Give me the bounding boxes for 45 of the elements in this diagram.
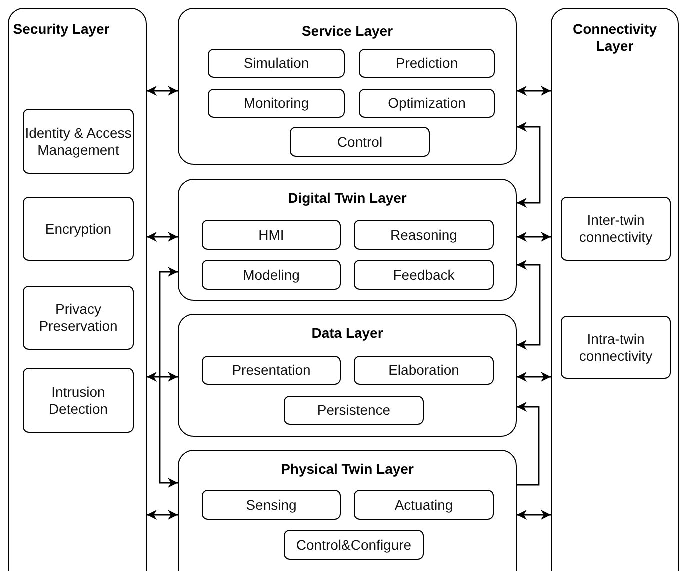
component-box: Actuating <box>354 490 494 520</box>
layer-panel <box>178 8 517 165</box>
layer-title: Connectivity Layer <box>572 21 658 55</box>
component-box: Elaboration <box>354 356 494 385</box>
connector-arrow <box>517 86 551 96</box>
component-box: Identity & Access Management <box>23 109 134 174</box>
component-box: Feedback <box>354 260 494 290</box>
component-box: Simulation <box>208 49 345 78</box>
component-box: Intra-twin connectivity <box>561 316 671 379</box>
connector-arrow <box>159 267 178 488</box>
component-box: Optimization <box>359 89 495 118</box>
layer-title: Digital Twin Layer <box>287 190 408 207</box>
component-box: Presentation <box>202 356 341 385</box>
component-box: Sensing <box>202 490 341 520</box>
component-box: Persistence <box>284 396 424 425</box>
layer-title: Service Layer <box>300 23 394 40</box>
layer-panel <box>178 314 517 437</box>
component-box: Inter-twin connectivity <box>561 197 671 261</box>
connector-arrow <box>517 510 551 520</box>
connector-arrow <box>147 232 178 242</box>
component-box: Modeling <box>202 260 341 290</box>
layer-panel <box>8 8 147 571</box>
component-box: Encryption <box>23 197 134 261</box>
component-box: Reasoning <box>354 220 494 250</box>
component-box: HMI <box>202 220 341 250</box>
connector-arrow <box>147 372 178 382</box>
connector-arrow <box>517 260 541 350</box>
layer-panel <box>551 8 679 571</box>
component-box: Monitoring <box>208 89 345 118</box>
layer-title: Security Layer <box>13 21 110 38</box>
connector-arrow <box>517 122 541 208</box>
connector-arrow <box>517 372 551 382</box>
connector-arrow <box>147 510 178 520</box>
component-box: Intrusion Detection <box>23 368 134 433</box>
layer-panel <box>178 179 517 301</box>
component-box: Control <box>290 127 430 157</box>
layer-title: Physical Twin Layer <box>280 461 415 478</box>
connector-arrow <box>517 232 551 242</box>
component-box: Privacy Preservation <box>23 286 134 350</box>
component-box: Prediction <box>359 49 495 78</box>
connector-arrow <box>147 86 178 96</box>
layer-panel <box>178 450 517 571</box>
layer-title: Data Layer <box>310 325 384 342</box>
connector-arrow <box>517 402 540 486</box>
component-box: Control&Configure <box>284 530 424 560</box>
